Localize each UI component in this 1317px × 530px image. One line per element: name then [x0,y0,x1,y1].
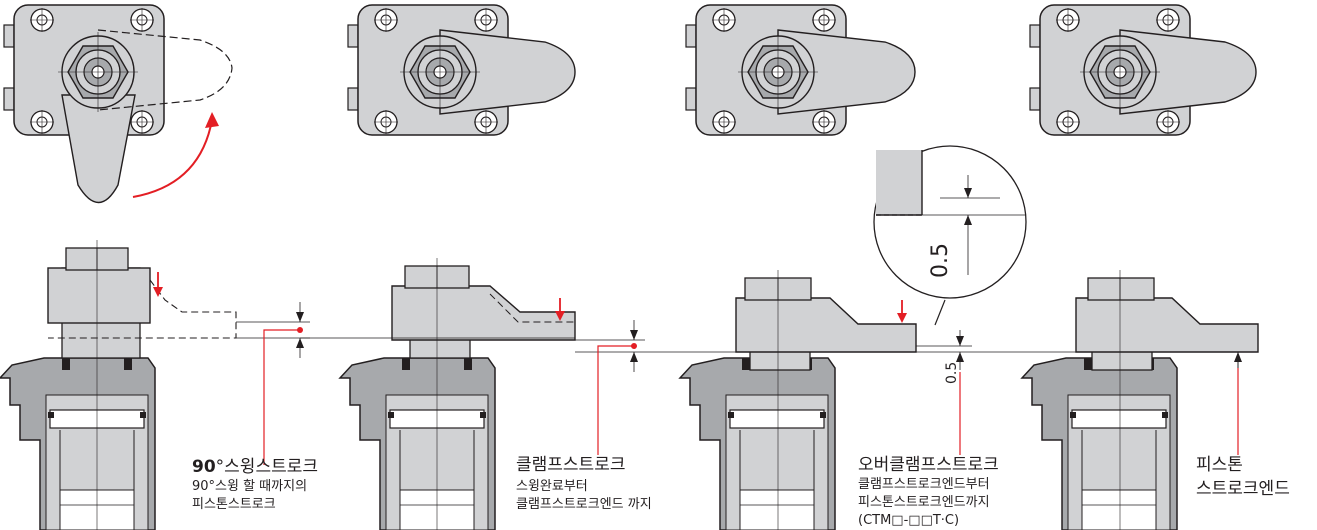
top-view-2 [347,4,576,136]
clamp-stroke-desc-1: 스윙완료부터 [516,479,588,494]
top-view-3 [685,4,916,136]
top-view-4 [1029,4,1257,136]
over-clamp-stroke-desc-3: (CTM□-□□T·C) [858,513,960,528]
detail-dimension-label: 0.5 [928,243,953,278]
over-clamp-stroke-desc-2: 피스톤스트로크엔드까지 [858,495,990,510]
red-dots [297,327,637,349]
swing-stroke-text: °스윙스트로크 [215,457,319,477]
side-view-1 [0,240,237,530]
piston-stroke-end-title-1: 피스톤 [1196,455,1243,475]
top-view-1 [3,4,233,203]
swing-stroke-desc-1: 90°스윙 할 때까지의 [192,479,308,494]
swing-stroke-number: 90 [192,457,216,477]
red-leaders [263,329,1239,465]
piston-stroke-end-title-2: 스트로크엔드 [1196,479,1290,499]
swing-stroke-desc-2: 피스톤스트로크 [192,497,276,512]
side-view-3 [679,270,917,530]
dimension-arrowheads [296,312,964,362]
over-clamp-stroke-desc-1: 클램프스트로크엔드부터 [858,477,990,492]
over-clamp-stroke-title: 오버클램프스트로크 [858,455,999,475]
clamp-stroke-title: 클램프스트로크 [516,455,626,475]
detail-callout [873,145,1027,326]
swing-stroke-title: 90°스윙스트로크 [192,452,318,477]
side-view-4 [1021,270,1259,530]
side-view-2 [339,258,576,530]
clamp-stroke-desc-2: 클램프스트로크엔드 까지 [516,497,652,512]
rotation-arrow-icon [132,119,213,198]
main-dimension-label: 0.5 [944,361,960,384]
